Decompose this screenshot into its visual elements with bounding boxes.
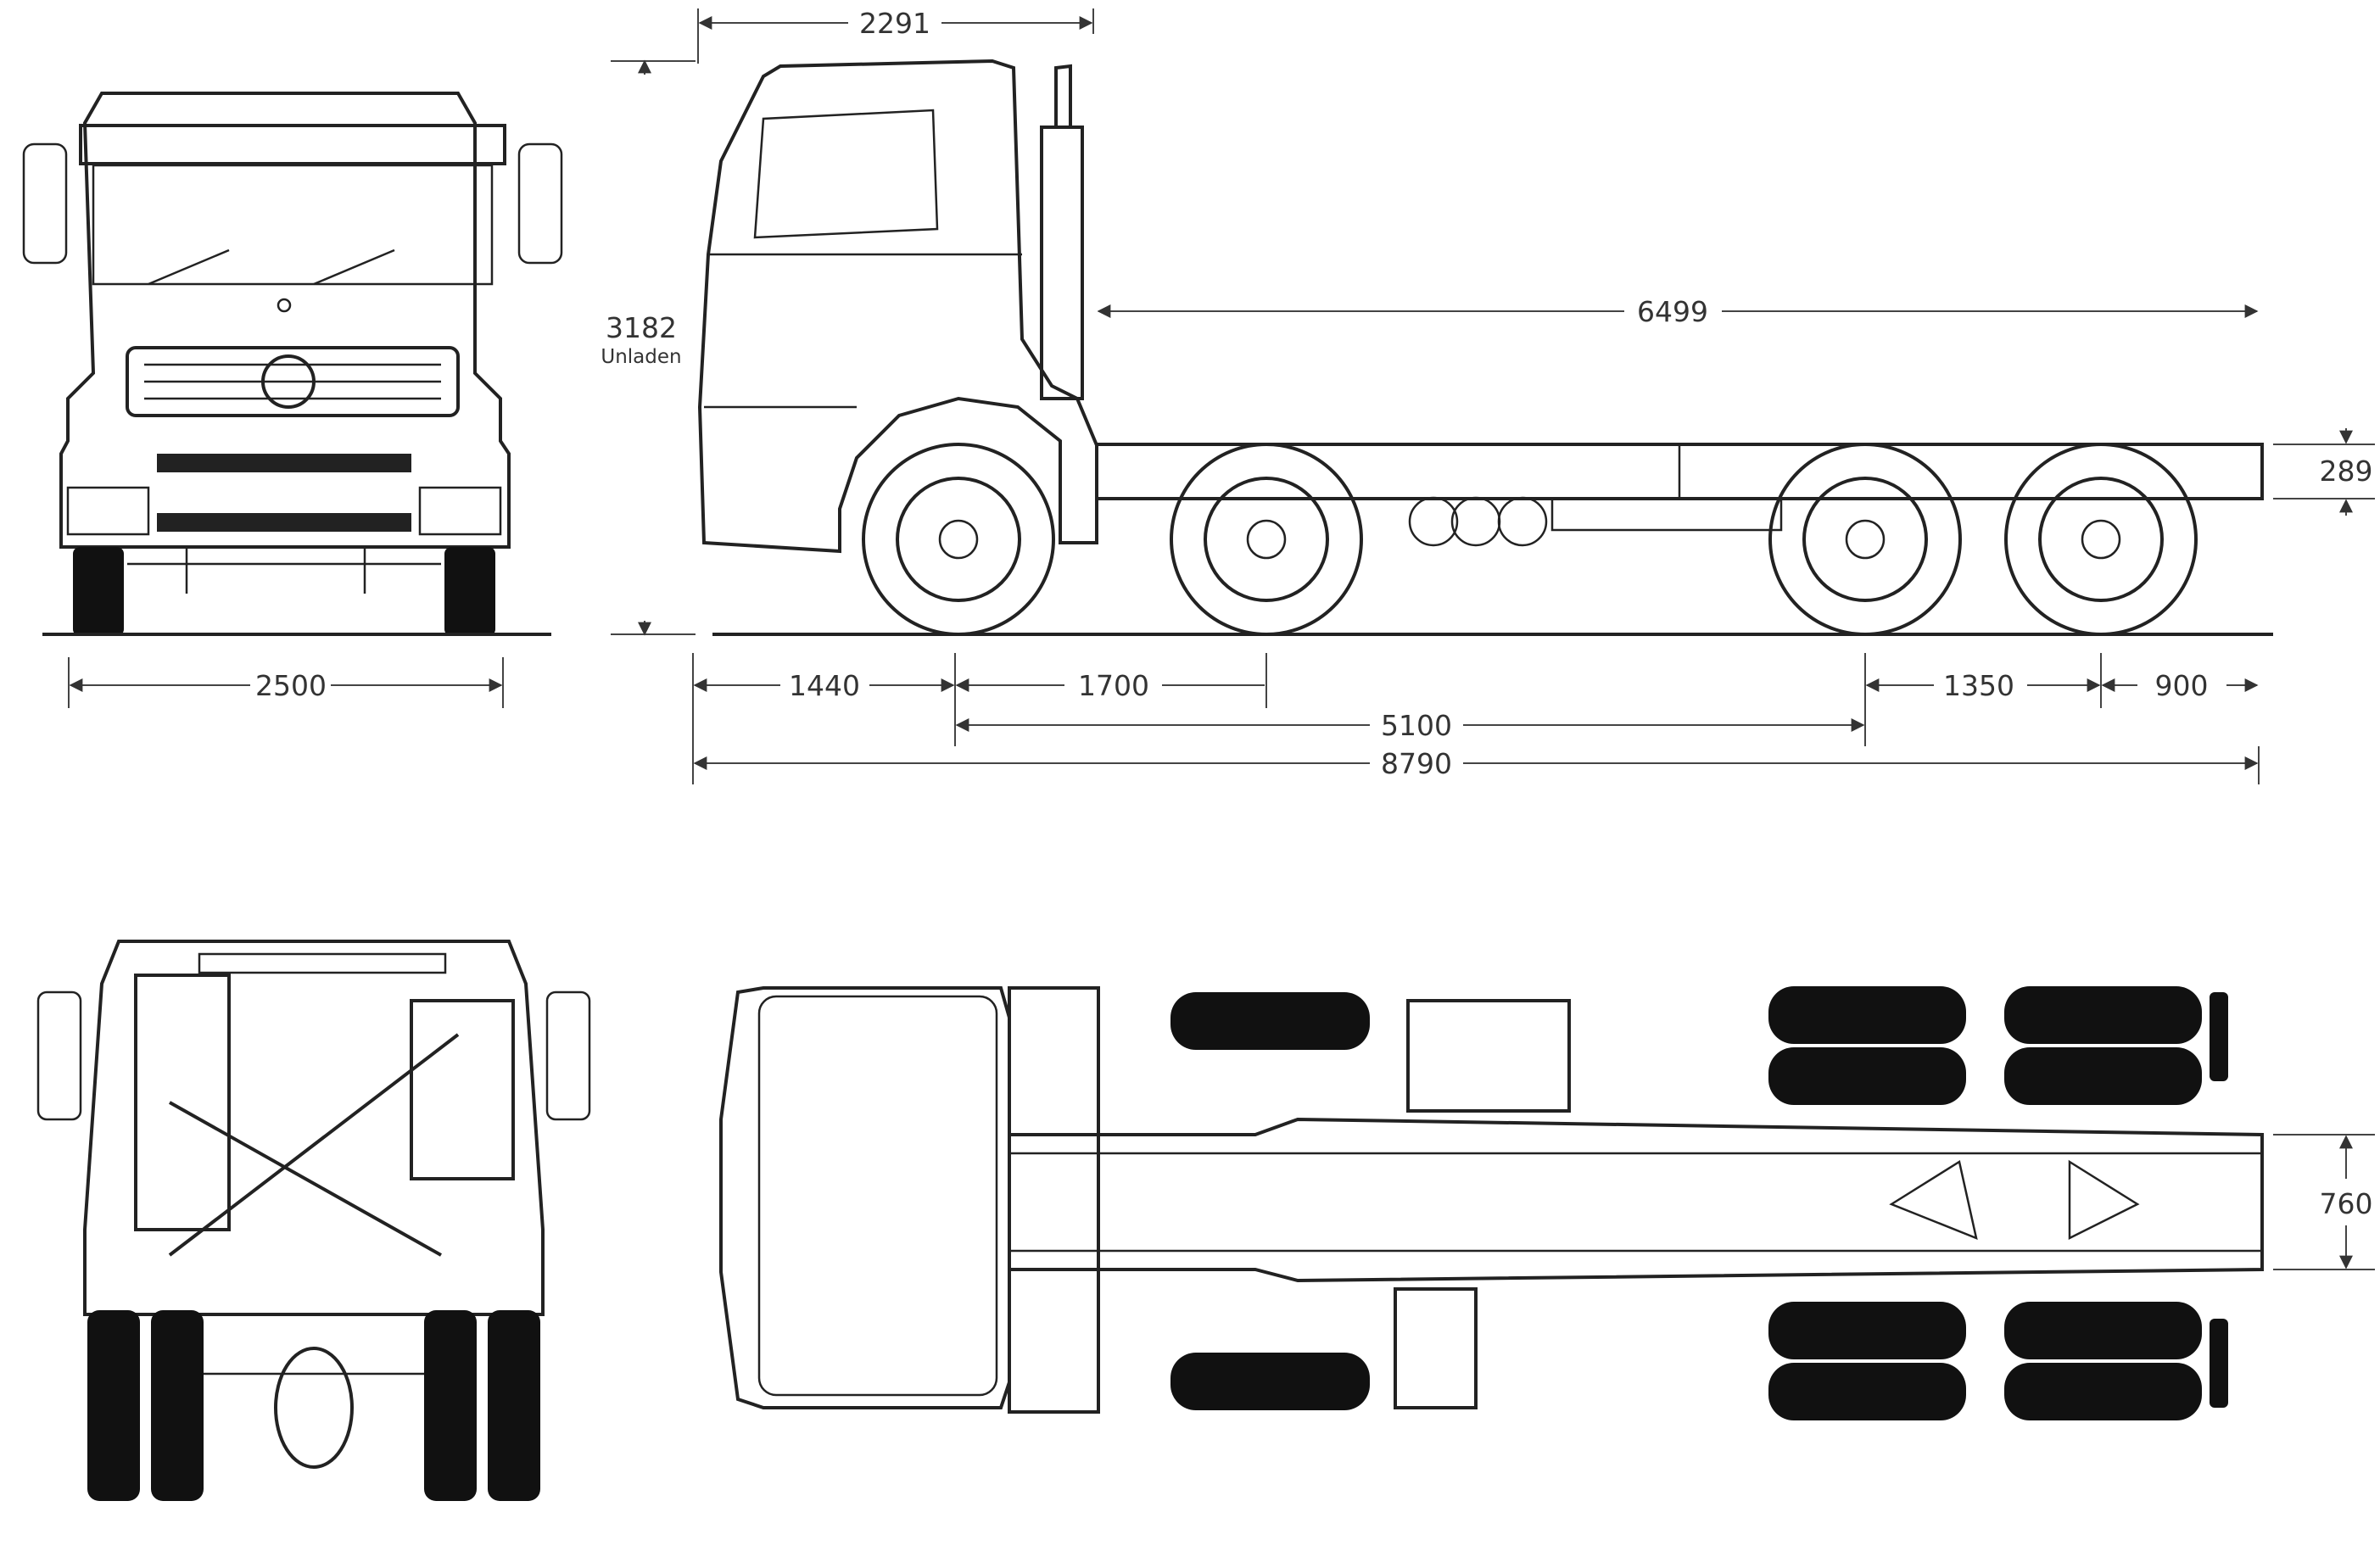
side-dimensions: 2291 3182 Unladen 6499 289 1440 1700 135…	[601, 7, 2375, 784]
dim-rear-overhang-label: 900	[2155, 669, 2209, 702]
dim-axle-3-4-label: 1350	[1943, 669, 2014, 702]
dim-width: 2500	[68, 657, 504, 708]
dim-frame-width-label: 760	[2320, 1187, 2373, 1220]
top-tires	[1170, 986, 2228, 1420]
front-left-tire	[73, 547, 124, 636]
wheel-axle-1	[862, 443, 1055, 636]
dim-height-note: Unladen	[601, 346, 681, 368]
dim-body-length-label: 6499	[1637, 295, 1708, 328]
dim-axle-1-2-label: 1700	[1078, 669, 1149, 702]
wheel-axle-3	[1768, 443, 1962, 636]
dim-wheelbase-label: 5100	[1381, 709, 1452, 742]
dim-cab-length-label: 2291	[859, 7, 930, 40]
wheel-axle-2	[1170, 443, 1363, 636]
dim-frame-width: 760	[2273, 1134, 2375, 1270]
dim-width-label: 2500	[255, 669, 327, 702]
dim-frame-height-label: 289	[2320, 455, 2373, 488]
side-view	[697, 59, 2273, 636]
dim-overall-length-label: 8790	[1381, 747, 1452, 780]
top-view	[719, 986, 2264, 1420]
front-view	[22, 92, 563, 636]
dim-front-overhang-label: 1440	[789, 669, 860, 702]
wheel-axle-4	[2004, 443, 2198, 636]
front-right-tire	[444, 547, 495, 636]
dim-height-label: 3182	[606, 311, 677, 344]
rear-view	[36, 940, 591, 1501]
